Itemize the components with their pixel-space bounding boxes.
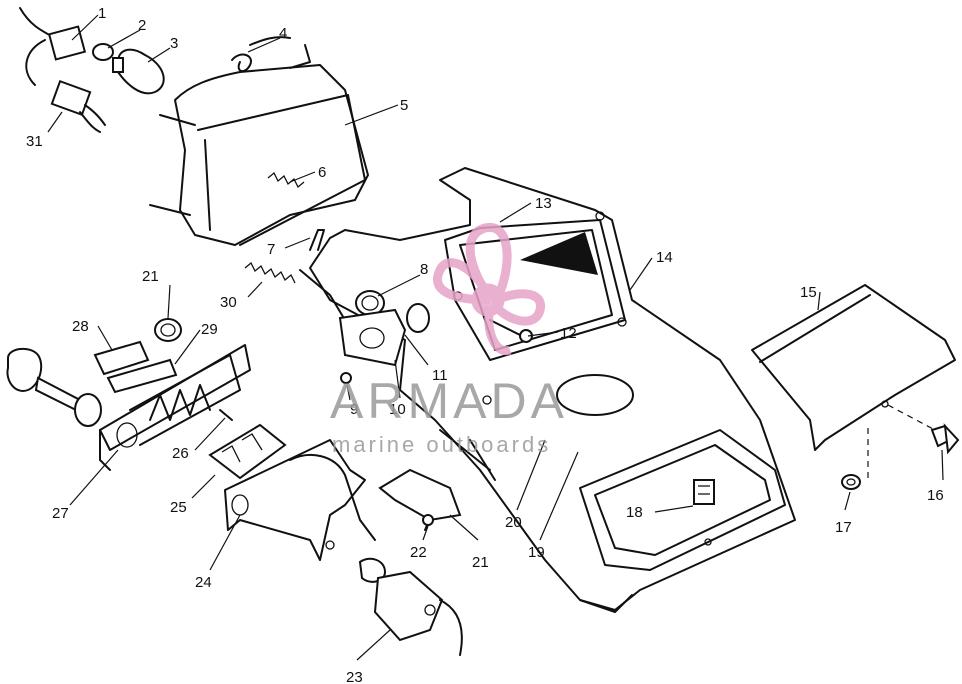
callout-1: 1 [98, 5, 106, 22]
latch-18 [693, 479, 715, 505]
callout-31: 31 [26, 133, 43, 150]
callout-9: 9 [350, 401, 358, 418]
callout-29: 29 [201, 321, 218, 338]
spring-6 [267, 171, 305, 189]
leader-lines [47, 14, 944, 661]
headlight-housing [149, 36, 369, 246]
ignition-bracket-group [224, 439, 463, 656]
watermark-tagline: marine outboards [332, 432, 551, 457]
callout-27: 27 [52, 505, 69, 522]
callout-7: 7 [267, 241, 275, 258]
callout-14: 14 [656, 249, 673, 266]
callout-10: 10 [389, 401, 406, 418]
callout-4: 4 [279, 25, 287, 42]
callout-21a: 21 [142, 268, 159, 285]
callout-30: 30 [220, 294, 237, 311]
callout-17: 17 [835, 519, 852, 536]
spring-30 [244, 261, 296, 284]
callout-11: 11 [432, 367, 448, 384]
watermark: ARMADA marine outboards [330, 223, 568, 457]
lamp-socket-group [19, 7, 165, 133]
callout-labels: 1 2 3 4 5 6 7 8 9 10 11 12 13 14 15 16 1… [26, 5, 944, 684]
callout-25: 25 [170, 499, 187, 516]
callout-23: 23 [346, 669, 363, 684]
watermark-brand: ARMADA [330, 373, 568, 429]
callout-20: 20 [505, 514, 522, 531]
callout-2: 2 [138, 17, 146, 34]
callout-8: 8 [420, 261, 428, 278]
watermark-logo-icon [433, 223, 545, 356]
callout-26: 26 [172, 445, 189, 462]
callout-28: 28 [72, 318, 89, 335]
callout-19: 19 [528, 544, 545, 561]
callout-16: 16 [927, 487, 944, 504]
callout-3: 3 [170, 35, 178, 52]
callout-21b: 21 [472, 554, 489, 571]
callout-12: 12 [560, 325, 577, 342]
callout-18: 18 [626, 504, 643, 521]
callout-6: 6 [318, 164, 326, 181]
callout-13: 13 [535, 195, 552, 212]
cover-plate-group [751, 284, 960, 490]
callout-22: 22 [410, 544, 427, 561]
mount-bracket-group [244, 229, 533, 384]
switch-panel-group [6, 318, 287, 480]
callout-15: 15 [800, 284, 817, 301]
callout-24: 24 [195, 574, 212, 591]
callout-5: 5 [400, 97, 408, 114]
